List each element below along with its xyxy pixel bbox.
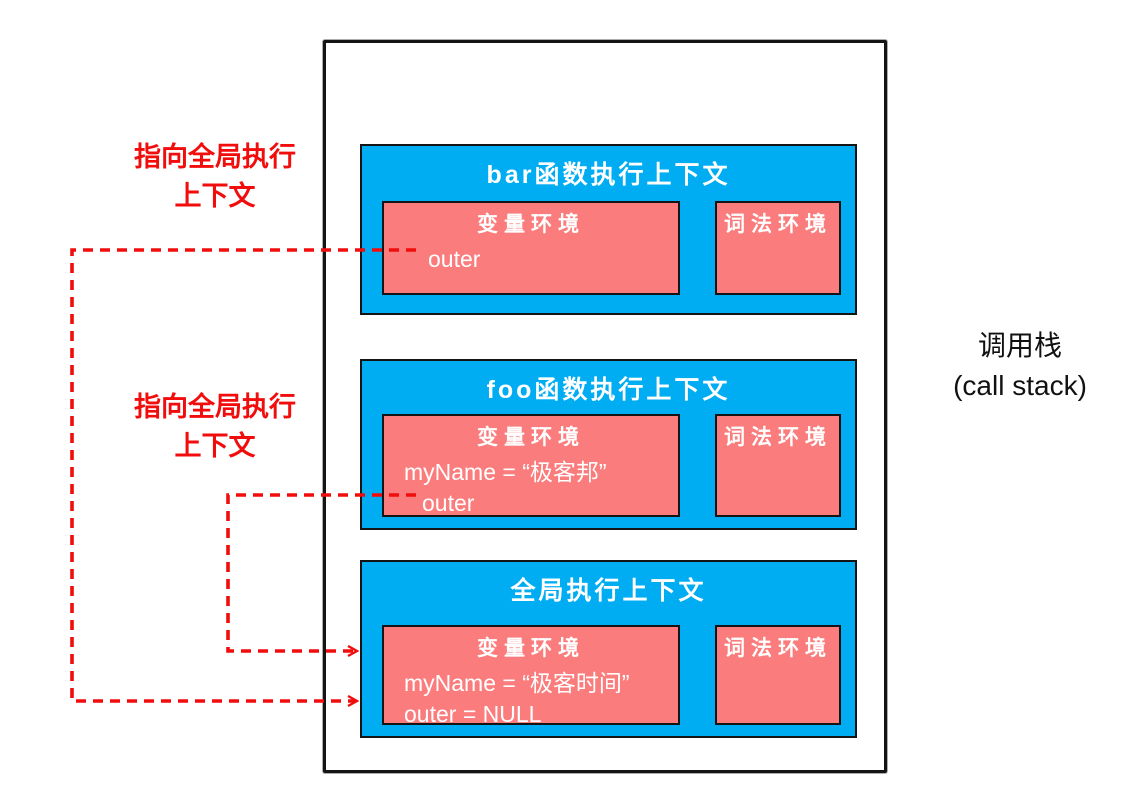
env-row-outer-null: outer = NULL xyxy=(404,701,542,727)
env-row-outer: outer xyxy=(422,490,475,516)
lexical-env-box-foo: 词法环境 xyxy=(715,414,841,517)
lexical-env-box-bar: 词法环境 xyxy=(715,201,841,295)
env-row-myname: myName = “极客邦” xyxy=(404,459,607,485)
variable-env-rows: myName = “极客时间” outer = NULL xyxy=(384,668,678,730)
env-row-myname: myName = “极客时间” xyxy=(404,670,630,696)
pointer-label-line2: 上下文 xyxy=(174,431,256,461)
lexical-env-box-global: 词法环境 xyxy=(715,625,841,725)
variable-env-box-global: 变量环境 myName = “极客时间” outer = NULL xyxy=(382,625,680,727)
pointer-label-line1: 指向全局执行 xyxy=(134,142,296,172)
variable-env-title: 变量环境 xyxy=(477,426,585,449)
variable-env-box-foo: 变量环境 myName = “极客邦” outer xyxy=(382,414,680,517)
pointer-label-line1: 指向全局执行 xyxy=(134,392,296,422)
lexical-env-title: 词法环境 xyxy=(724,637,832,660)
variable-env-title: 变量环境 xyxy=(477,637,585,660)
context-box-bar: bar函数执行上下文 变量环境 outer 词法环境 xyxy=(360,144,857,315)
variable-env-box-bar: 变量环境 outer xyxy=(382,201,680,295)
call-stack-label: 调用栈 (call stack) xyxy=(925,326,1115,406)
pointer-label-foo: 指向全局执行 上下文 xyxy=(105,388,325,466)
context-title-global: 全局执行上下文 xyxy=(510,577,707,605)
env-row-outer: outer xyxy=(428,246,481,272)
context-title-foo: foo函数执行上下文 xyxy=(486,376,731,404)
variable-env-rows: outer xyxy=(384,244,678,275)
lexical-env-title: 词法环境 xyxy=(724,213,832,236)
variable-env-rows: myName = “极客邦” outer xyxy=(384,457,678,519)
context-box-foo: foo函数执行上下文 变量环境 myName = “极客邦” outer 词法环… xyxy=(360,359,857,530)
call-stack-label-cn: 调用栈 xyxy=(977,330,1062,361)
pointer-label-line2: 上下文 xyxy=(174,181,256,211)
variable-env-title: 变量环境 xyxy=(477,213,585,236)
pointer-label-bar: 指向全局执行 上下文 xyxy=(105,138,325,216)
context-box-global: 全局执行上下文 变量环境 myName = “极客时间” outer = NUL… xyxy=(360,560,857,738)
lexical-env-title: 词法环境 xyxy=(724,426,832,449)
call-stack-label-en: (call stack) xyxy=(953,370,1087,401)
context-title-bar: bar函数执行上下文 xyxy=(486,161,731,189)
